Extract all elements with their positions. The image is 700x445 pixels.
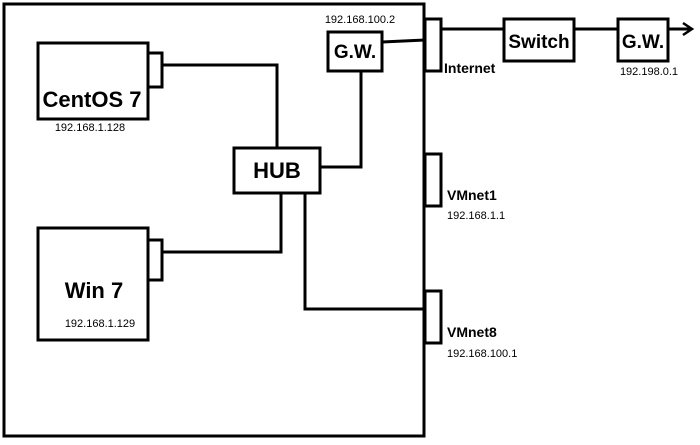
win-box [36, 226, 150, 342]
win-name: Win 7 [65, 278, 123, 303]
outer-gateway-box [616, 17, 670, 63]
switch-node: Switch [502, 17, 576, 63]
hub-node: HUB [232, 146, 322, 195]
internet-label: Internet [444, 60, 496, 76]
inner-gateway-node: G.W. 192.168.100.2 [325, 14, 395, 73]
inner-gateway-name: G.W. [334, 42, 376, 63]
centos-ip: 192.168.1.128 [55, 122, 125, 134]
wire-hub-gateway [320, 71, 363, 169]
win-ip: 192.168.1.129 [65, 318, 135, 330]
hub-name: HUB [253, 158, 301, 183]
wire-win-hub [162, 193, 283, 254]
outer-gateway-name: G.W. [622, 32, 664, 53]
centos-nic [146, 51, 164, 89]
vmnet8-label: VMnet8 [447, 324, 497, 340]
win-node: Win 7 192.168.1.129 [36, 226, 164, 342]
centos-node: CentOS 7 192.168.1.128 [36, 41, 164, 134]
vmnet1-port [423, 152, 443, 208]
win-nic [146, 238, 164, 282]
vmnet1-label: VMnet1 [447, 187, 497, 203]
vmnet1-ip: 192.168.1.1 [447, 210, 505, 222]
uplink-arrow-icon [682, 21, 695, 37]
outer-gateway-node: G.W. 192.198.0.1 [616, 17, 678, 78]
wires [162, 27, 690, 311]
vmnet8-port [423, 289, 443, 345]
switch-name: Switch [508, 32, 569, 53]
vmnet8-ip: 192.168.100.1 [447, 348, 517, 360]
inner-gateway-ip: 192.168.100.2 [325, 14, 395, 26]
internet-port [423, 17, 443, 73]
outer-gateway-ip: 192.198.0.1 [620, 66, 678, 78]
switch-box [502, 17, 576, 63]
host-machine-frame [2, 2, 426, 438]
wire-centos-hub [162, 63, 279, 148]
inner-gateway-box [326, 30, 384, 73]
wire-hub-vmnet8 [303, 193, 425, 311]
wire-gateway-internet [381, 38, 426, 44]
centos-name: CentOS 7 [42, 87, 141, 112]
